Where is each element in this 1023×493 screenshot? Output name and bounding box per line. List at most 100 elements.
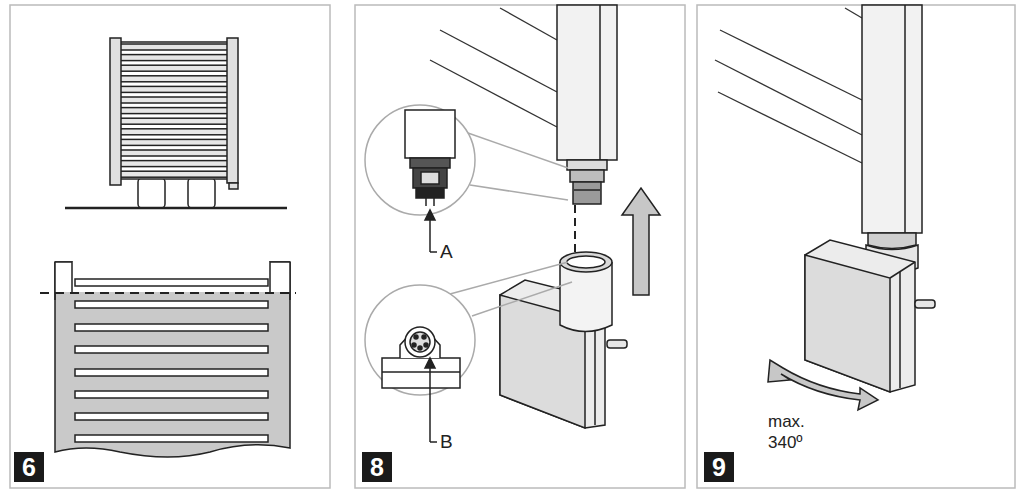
control-unit	[607, 340, 627, 348]
radiator-fill-level	[75, 413, 268, 420]
assembled-heater	[899, 272, 901, 388]
radiator-side-view	[120, 129, 228, 135]
assembled-heater	[805, 240, 915, 392]
detail-circle-a	[413, 168, 447, 188]
radiator-side-view	[120, 65, 228, 71]
panel-number: 8	[362, 452, 392, 482]
panel-number: 6	[14, 452, 44, 482]
towel-rail-lines	[500, 8, 557, 40]
radiator-fill-level	[75, 346, 268, 353]
panel-frames	[697, 5, 1015, 488]
radiator-fill-level	[40, 292, 296, 294]
radiator-fill-level	[55, 262, 290, 457]
radiator-fill-level	[75, 279, 268, 286]
detail-circle-b	[414, 335, 418, 339]
rotation-arrow	[768, 360, 878, 410]
assembled-heater	[890, 262, 915, 278]
towel-rail-lines	[720, 30, 862, 100]
radiator-side-view	[120, 139, 228, 145]
assembled-heater	[904, 5, 906, 233]
radiator-side-view	[229, 183, 238, 189]
panel-frames	[355, 5, 685, 488]
towel-rail-lines	[715, 60, 862, 135]
detail-circle-a	[405, 110, 455, 206]
detail-circle-b	[382, 371, 460, 373]
control-unit	[500, 252, 627, 428]
radiator-side-view	[120, 55, 228, 61]
heater-tube	[567, 160, 607, 170]
heater-tube	[574, 189, 600, 191]
detail-circle-a	[365, 105, 475, 215]
assembled-heater	[805, 255, 890, 392]
detail-circle-a	[470, 185, 568, 200]
radiator-fill-level	[75, 369, 268, 376]
detail-circle-b	[365, 262, 572, 442]
detail-circle-a	[468, 133, 568, 168]
detail-circle-b	[472, 282, 572, 316]
detail-circle-b	[382, 327, 460, 388]
radiator-fill-level	[75, 279, 268, 442]
towel-rail-lines	[440, 30, 557, 92]
radiator-side-view	[65, 207, 287, 210]
radiator-side-view	[120, 86, 228, 92]
detail-circle-b	[412, 343, 416, 347]
heater-tube	[573, 182, 601, 204]
radiator-side-view	[120, 108, 228, 114]
radiator-fill-level	[54, 262, 56, 300]
radiator-side-view	[120, 44, 228, 177]
detail-circle-b	[425, 358, 435, 368]
radiator-fill-level	[75, 435, 268, 442]
radiator-fill-level	[55, 262, 290, 292]
radiator-side-view	[120, 44, 228, 50]
detail-circle-b	[429, 362, 431, 442]
detail-circle-a	[410, 158, 450, 168]
radiator-side-view	[227, 38, 238, 183]
assembled-heater	[805, 5, 935, 392]
detail-circle-a	[405, 110, 455, 158]
detail-circle-a	[425, 198, 427, 206]
detail-circle-a	[416, 188, 444, 198]
callout-letter: B	[440, 432, 453, 452]
panel-number: 9	[704, 452, 734, 482]
heater-tube	[599, 5, 601, 160]
radiator-side-view	[120, 118, 228, 124]
radiator-fill-level	[289, 262, 291, 300]
detail-circle-a	[430, 251, 437, 253]
assembled-heater	[862, 5, 922, 233]
rotation-limit: max. 340º	[768, 411, 816, 453]
detail-circle-b	[418, 346, 422, 350]
detail-circle-a	[365, 105, 568, 252]
callout-letter: A	[440, 242, 453, 262]
rotation-arrow	[768, 360, 878, 410]
assembled-heater	[915, 300, 935, 308]
radiator-side-view	[120, 161, 228, 167]
heater-tube	[570, 170, 604, 182]
radiator-fill-level	[75, 391, 268, 398]
radiator-fill-level	[75, 324, 268, 331]
radiator-side-view	[120, 150, 228, 156]
heater-tube	[557, 5, 617, 204]
detail-circle-b	[365, 285, 475, 395]
radiator-side-view	[120, 97, 228, 103]
panel-frames	[10, 5, 330, 488]
radiator-fill-level	[40, 262, 296, 457]
radiator-fill-level	[75, 301, 268, 308]
towel-rail-lines	[430, 8, 557, 127]
radiator-side-view	[188, 178, 215, 208]
radiator-side-view	[120, 171, 228, 177]
detail-circle-b	[422, 335, 426, 339]
towel-rail-lines	[845, 8, 862, 18]
detail-circle-a	[425, 210, 435, 220]
detail-circle-b	[405, 327, 435, 357]
detail-circle-b	[410, 332, 430, 352]
radiator-side-view	[120, 42, 228, 179]
push-up-arrow	[622, 188, 660, 295]
detail-circle-b	[430, 441, 437, 443]
detail-circle-a	[433, 198, 435, 206]
detail-circle-b	[424, 343, 428, 347]
radiator-fill-level	[55, 262, 290, 292]
control-unit	[567, 256, 605, 268]
towel-rail-lines	[715, 8, 862, 163]
detail-circle-b	[382, 358, 460, 388]
